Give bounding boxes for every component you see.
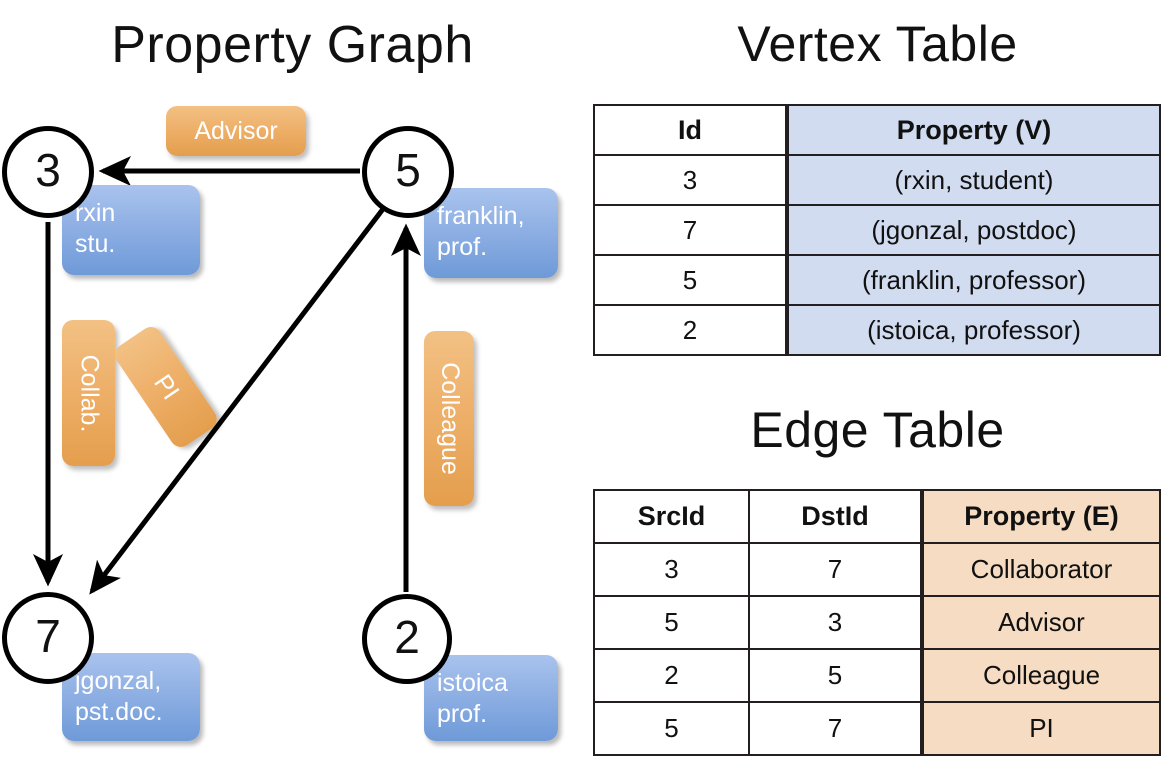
edge-row-2-src: 2 — [593, 648, 750, 703]
edge-row-0-property: Collaborator — [920, 542, 1161, 597]
vertex-property-5-line2: prof. — [437, 233, 488, 261]
edge-row-1-dst: 3 — [748, 595, 923, 650]
page-title-vertex-table: Vertex Table — [737, 16, 1018, 72]
table-row: 5 3 Advisor — [593, 595, 1161, 650]
edge-label-collab: Collab. — [62, 320, 115, 466]
graph-node-3: 3 — [2, 126, 94, 218]
vertex-row-0-id: 3 — [593, 154, 788, 206]
edge-row-0-src: 3 — [593, 542, 750, 597]
edge-row-3-src: 5 — [593, 701, 750, 756]
edge-label-advisor: Advisor — [166, 106, 306, 156]
table-row: 2 (istoica, professor) — [593, 304, 1161, 356]
table-row: 3 (rxin, student) — [593, 154, 1161, 206]
vertex-property-box-3: rxin stu. — [62, 185, 200, 275]
table-row: 2 5 Colleague — [593, 648, 1161, 703]
vertex-row-1-id: 7 — [593, 204, 788, 256]
vertex-property-2-line2: prof. — [437, 700, 488, 728]
vertex-property-3-line1: rxin — [75, 199, 116, 227]
table-row: 7 (jgonzal, postdoc) — [593, 204, 1161, 256]
vertex-property-box-5: franklin, prof. — [424, 188, 558, 278]
vertex-row-0-property: (rxin, student) — [785, 154, 1161, 206]
vertex-table: Id Property (V) 3 (rxin, student) 7 (jgo… — [593, 104, 1161, 356]
vertex-row-1-property: (jgonzal, postdoc) — [785, 204, 1161, 256]
graph-node-5-label: 5 — [395, 144, 421, 196]
edge-table: SrcId DstId Property (E) 3 7 Collaborato… — [593, 489, 1161, 756]
page-title-property-graph: Property Graph — [111, 16, 474, 74]
edge-row-3-property: PI — [920, 701, 1161, 756]
edge-label-advisor-text: Advisor — [194, 116, 278, 145]
edge-table-header-property: Property (E) — [920, 489, 1161, 544]
edge-label-pi-text: PI — [148, 369, 185, 405]
edge-row-2-dst: 5 — [748, 648, 923, 703]
graph-edge-arrows — [33, 156, 421, 595]
edge-label-collab-text: Collab. — [75, 354, 104, 432]
vertex-property-2-line1: istoica — [437, 669, 508, 697]
edge-table-header-srcid: SrcId — [593, 489, 750, 544]
table-row: 3 7 Collaborator — [593, 542, 1161, 597]
vertex-property-box-7: jgonzal, pst.doc. — [62, 653, 200, 741]
graph-node-3-label: 3 — [35, 144, 61, 196]
edge-5-to-7 — [89, 207, 385, 595]
vertex-row-2-property: (franklin, professor) — [785, 254, 1161, 306]
table-row: 5 (franklin, professor) — [593, 254, 1161, 306]
edge-row-1-src: 5 — [593, 595, 750, 650]
page-title-edge-table: Edge Table — [750, 402, 1005, 458]
vertex-property-3-line2: stu. — [75, 230, 116, 258]
table-row: 5 7 PI — [593, 701, 1161, 756]
vertex-property-5-line1: franklin, — [437, 202, 525, 230]
vertex-table-header-property: Property (V) — [785, 104, 1161, 156]
property-graph-panel: Property Graph Advisor Collab. PI Collea… — [2, 16, 558, 741]
vertex-property-box-2: istoica prof. — [424, 655, 558, 741]
edge-label-colleague: Colleague — [424, 331, 474, 506]
vertex-property-7-line2: pst.doc. — [75, 698, 163, 726]
vertex-property-7-line1: jgonzal, — [75, 667, 162, 695]
graph-node-7-label: 7 — [35, 610, 61, 662]
graph-node-2: 2 — [362, 594, 452, 684]
graph-node-5: 5 — [362, 126, 454, 218]
vertex-row-2-id: 5 — [593, 254, 788, 306]
graph-node-7: 7 — [2, 592, 94, 684]
vertex-table-header-row: Id Property (V) — [593, 104, 1161, 156]
edge-row-3-dst: 7 — [748, 701, 923, 756]
edge-label-colleague-text: Colleague — [435, 362, 464, 475]
edge-table-header-row: SrcId DstId Property (E) — [593, 489, 1161, 544]
edge-row-0-dst: 7 — [748, 542, 923, 597]
vertex-table-header-id: Id — [593, 104, 788, 156]
graph-node-2-label: 2 — [394, 611, 420, 663]
vertex-row-3-property: (istoica, professor) — [785, 304, 1161, 356]
edge-table-header-dstid: DstId — [748, 489, 923, 544]
edge-row-2-property: Colleague — [920, 648, 1161, 703]
vertex-row-3-id: 2 — [593, 304, 788, 356]
edge-row-1-property: Advisor — [920, 595, 1161, 650]
